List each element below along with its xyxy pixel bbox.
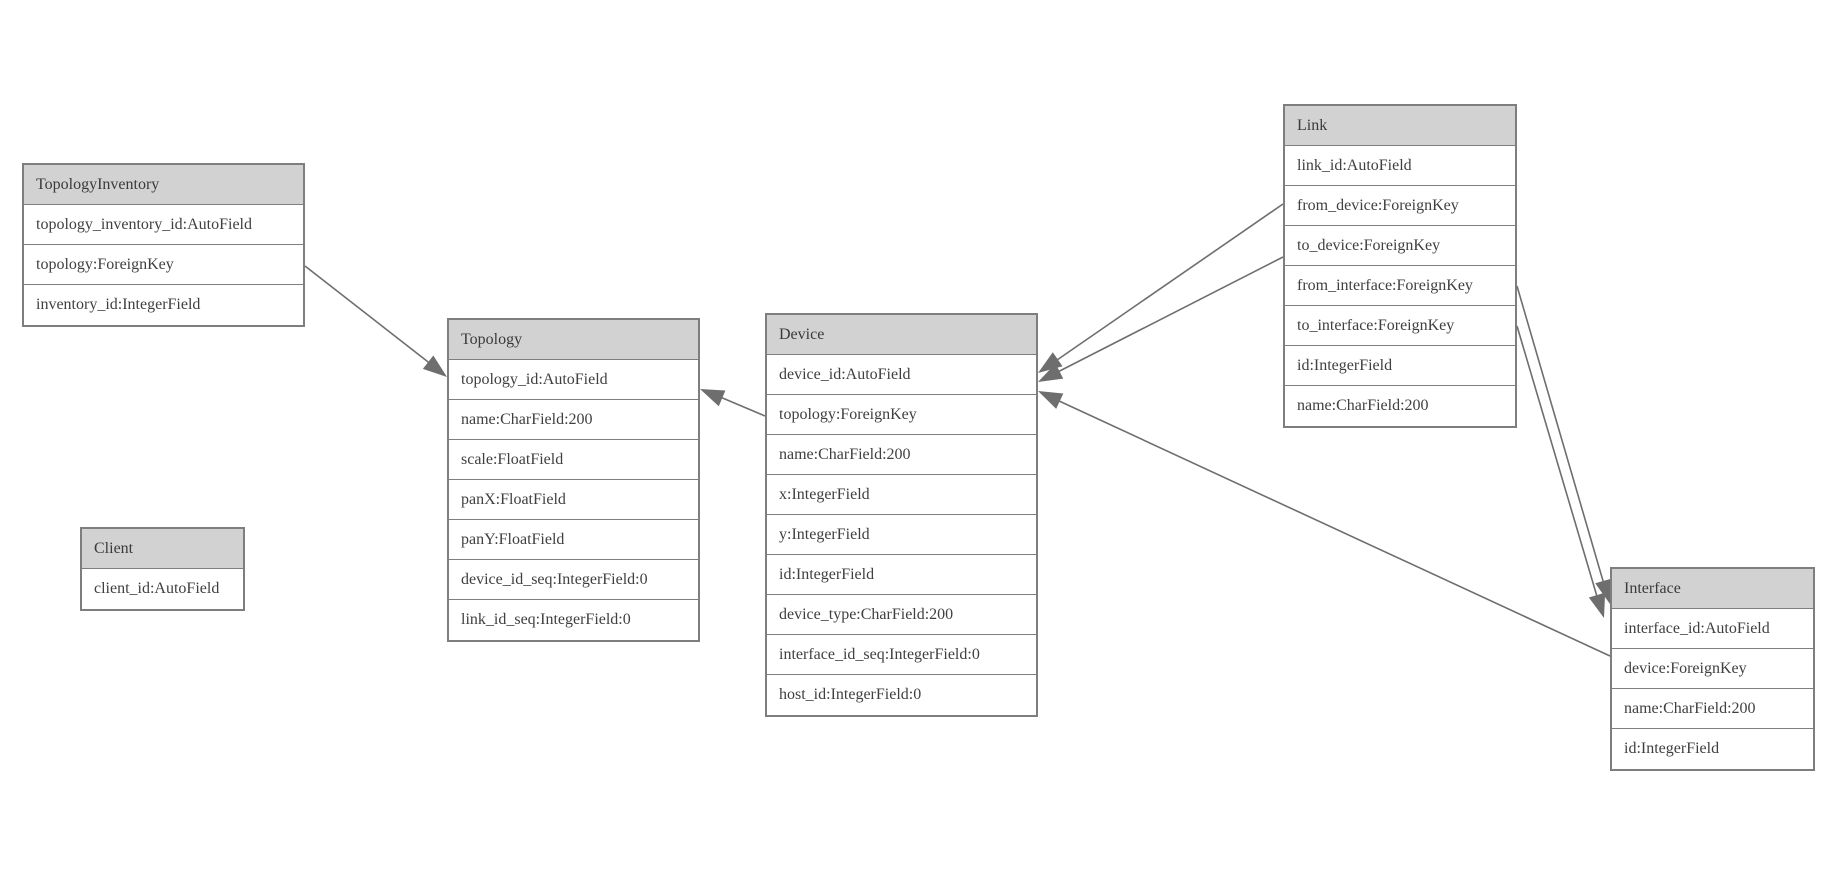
- field-row: name:CharField:200: [767, 435, 1036, 475]
- field-row: name:CharField:200: [1612, 689, 1813, 729]
- entity-device-title: Device: [767, 315, 1036, 355]
- field-row: from_device:ForeignKey: [1285, 186, 1515, 226]
- edge-link-fromdevice-device: [1043, 203, 1284, 370]
- field-row: host_id:IntegerField:0: [767, 675, 1036, 715]
- field-row: device:ForeignKey: [1612, 649, 1813, 689]
- entity-topology: Topology topology_id:AutoField name:Char…: [447, 318, 700, 642]
- entity-interface-title: Interface: [1612, 569, 1813, 609]
- field-row: id:IntegerField: [1285, 346, 1515, 386]
- field-row: panY:FloatField: [449, 520, 698, 560]
- edge-link-frominterface-interface: [1516, 285, 1609, 599]
- field-row: inventory_id:IntegerField: [24, 285, 303, 325]
- field-row: x:IntegerField: [767, 475, 1036, 515]
- entity-link-title: Link: [1285, 106, 1515, 146]
- field-row: to_device:ForeignKey: [1285, 226, 1515, 266]
- entity-topology-inventory: TopologyInventory topology_inventory_id:…: [22, 163, 305, 327]
- edge-link-tointerface-interface: [1516, 325, 1602, 611]
- field-row: y:IntegerField: [767, 515, 1036, 555]
- field-row: name:CharField:200: [449, 400, 698, 440]
- entity-topology-title: Topology: [449, 320, 698, 360]
- field-row: topology:ForeignKey: [24, 245, 303, 285]
- field-row: device_type:CharField:200: [767, 595, 1036, 635]
- field-row: device_id_seq:IntegerField:0: [449, 560, 698, 600]
- field-row: from_interface:ForeignKey: [1285, 266, 1515, 306]
- field-row: interface_id:AutoField: [1612, 609, 1813, 649]
- field-row: topology_inventory_id:AutoField: [24, 205, 303, 245]
- field-row: topology:ForeignKey: [767, 395, 1036, 435]
- entity-client-title: Client: [82, 529, 243, 569]
- arrowhead-link-todevice-device: [1038, 363, 1064, 382]
- entity-link: Link link_id:AutoField from_device:Forei…: [1283, 104, 1517, 428]
- edge-topologyinventory-topology: [304, 265, 442, 373]
- entity-topology-inventory-title: TopologyInventory: [24, 165, 303, 205]
- entity-interface: Interface interface_id:AutoField device:…: [1610, 567, 1815, 771]
- field-row: name:CharField:200: [1285, 386, 1515, 426]
- field-row: device_id:AutoField: [767, 355, 1036, 395]
- field-row: panX:FloatField: [449, 480, 698, 520]
- field-row: to_interface:ForeignKey: [1285, 306, 1515, 346]
- entity-device: Device device_id:AutoField topology:Fore…: [765, 313, 1038, 717]
- field-row: link_id_seq:IntegerField:0: [449, 600, 698, 640]
- field-row: interface_id_seq:IntegerField:0: [767, 635, 1036, 675]
- field-row: link_id:AutoField: [1285, 146, 1515, 186]
- entity-client: Client client_id:AutoField: [80, 527, 245, 611]
- edge-link-todevice-device: [1043, 256, 1284, 380]
- field-row: client_id:AutoField: [82, 569, 243, 609]
- field-row: id:IntegerField: [767, 555, 1036, 595]
- arrowhead-link-tointerface-interface: [1588, 592, 1606, 618]
- arrowhead-device-topology: [700, 389, 726, 407]
- field-row: topology_id:AutoField: [449, 360, 698, 400]
- edge-interface-device: [1043, 393, 1611, 657]
- edge-device-topology: [705, 390, 766, 417]
- field-row: id:IntegerField: [1612, 729, 1813, 769]
- arrowhead-interface-device: [1038, 391, 1064, 409]
- field-row: scale:FloatField: [449, 440, 698, 480]
